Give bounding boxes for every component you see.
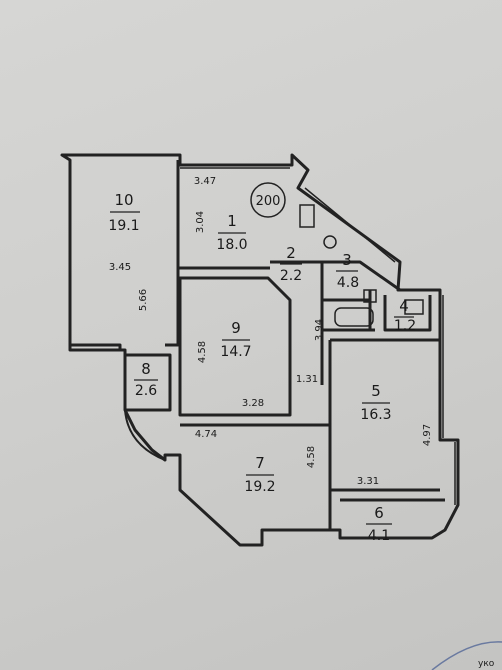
room-labels: 10 19.1 1 18.0 2 2.2 3 4.8 4 1.2 9 14.7: [108, 191, 416, 544]
room-area: 4.8: [337, 275, 359, 291]
dimension-label: 3.45: [109, 262, 131, 273]
room-number: 4: [399, 297, 409, 315]
room-number: 8: [141, 360, 151, 378]
room-1-label: 1 18.0: [216, 212, 247, 253]
room-number: 3: [342, 251, 352, 269]
toilet-fixture: [323, 235, 337, 249]
fixtures: [299, 204, 424, 327]
dimension-label: 3.47: [194, 176, 216, 187]
wall-room-10: [70, 160, 180, 350]
wall-room-8: [125, 353, 172, 412]
dimension-label: 4.58: [306, 446, 317, 468]
room-number: 9: [231, 319, 241, 337]
room-area: 18.0: [216, 237, 247, 253]
room-area: 19.2: [244, 479, 275, 495]
outer-wall-inner: [69, 160, 456, 505]
dimension-labels: 3.47 3.04 3.45 5.66 4.58 3.28 3.94 1.31 …: [109, 176, 433, 487]
wall-room-3: [322, 260, 401, 332]
room-number: 6: [374, 504, 384, 522]
sink-fixture: [299, 204, 315, 228]
room-area: 19.1: [108, 218, 139, 234]
dimension-label: 3.28: [242, 398, 264, 409]
room-5-label: 5 16.3: [360, 382, 391, 423]
room-area: 16.3: [360, 407, 391, 423]
dimension-label: 4.58: [197, 341, 208, 363]
room-6-label: 6 4.1: [366, 504, 392, 544]
wall-room-9: [178, 276, 292, 417]
apartment-badge: [250, 182, 286, 218]
dimension-label: 3.94: [314, 319, 325, 341]
room-number: 2: [286, 244, 296, 262]
wall-room-2: [270, 260, 325, 385]
wall-room-7: [180, 423, 332, 530]
room-number: 7: [255, 454, 265, 472]
dimension-label: 4.74: [195, 429, 217, 440]
bathtub-fixture: [334, 307, 374, 327]
room-9-label: 9 14.7: [220, 319, 251, 360]
balcony-arc-8: [124, 409, 166, 461]
room-area: 1.2: [394, 318, 416, 334]
room-3-label: 3 4.8: [336, 251, 359, 291]
room-area: 4.1: [368, 528, 390, 544]
room-4-label: 4 1.2: [394, 297, 416, 334]
washer-fixture: [404, 299, 424, 315]
room-area: 2.2: [280, 268, 302, 284]
stamp-text: уко: [478, 659, 495, 669]
walls: [60, 153, 460, 547]
room-number: 10: [114, 191, 133, 209]
sink-fixture-2: [363, 289, 377, 303]
room-area: 14.7: [220, 344, 251, 360]
apartment-number: 200: [256, 194, 281, 209]
dimension-label: 1.31: [296, 374, 318, 385]
room-2-label: 2 2.2: [280, 244, 302, 284]
dimension-label: 4.97: [422, 424, 433, 446]
dimension-label: 3.04: [195, 211, 206, 233]
room-8-label: 8 2.6: [134, 360, 158, 399]
room-area: 2.6: [135, 383, 157, 399]
room-number: 1: [227, 212, 237, 230]
room-10-label: 10 19.1: [108, 191, 140, 234]
dimension-label: 5.66: [138, 289, 149, 311]
outer-wall: [60, 153, 460, 547]
dimension-label: 3.31: [357, 476, 379, 487]
stamp-fragment: [431, 641, 502, 670]
wall-room-4: [383, 295, 432, 332]
room-7-label: 7 19.2: [244, 454, 275, 495]
room-number: 5: [371, 382, 381, 400]
